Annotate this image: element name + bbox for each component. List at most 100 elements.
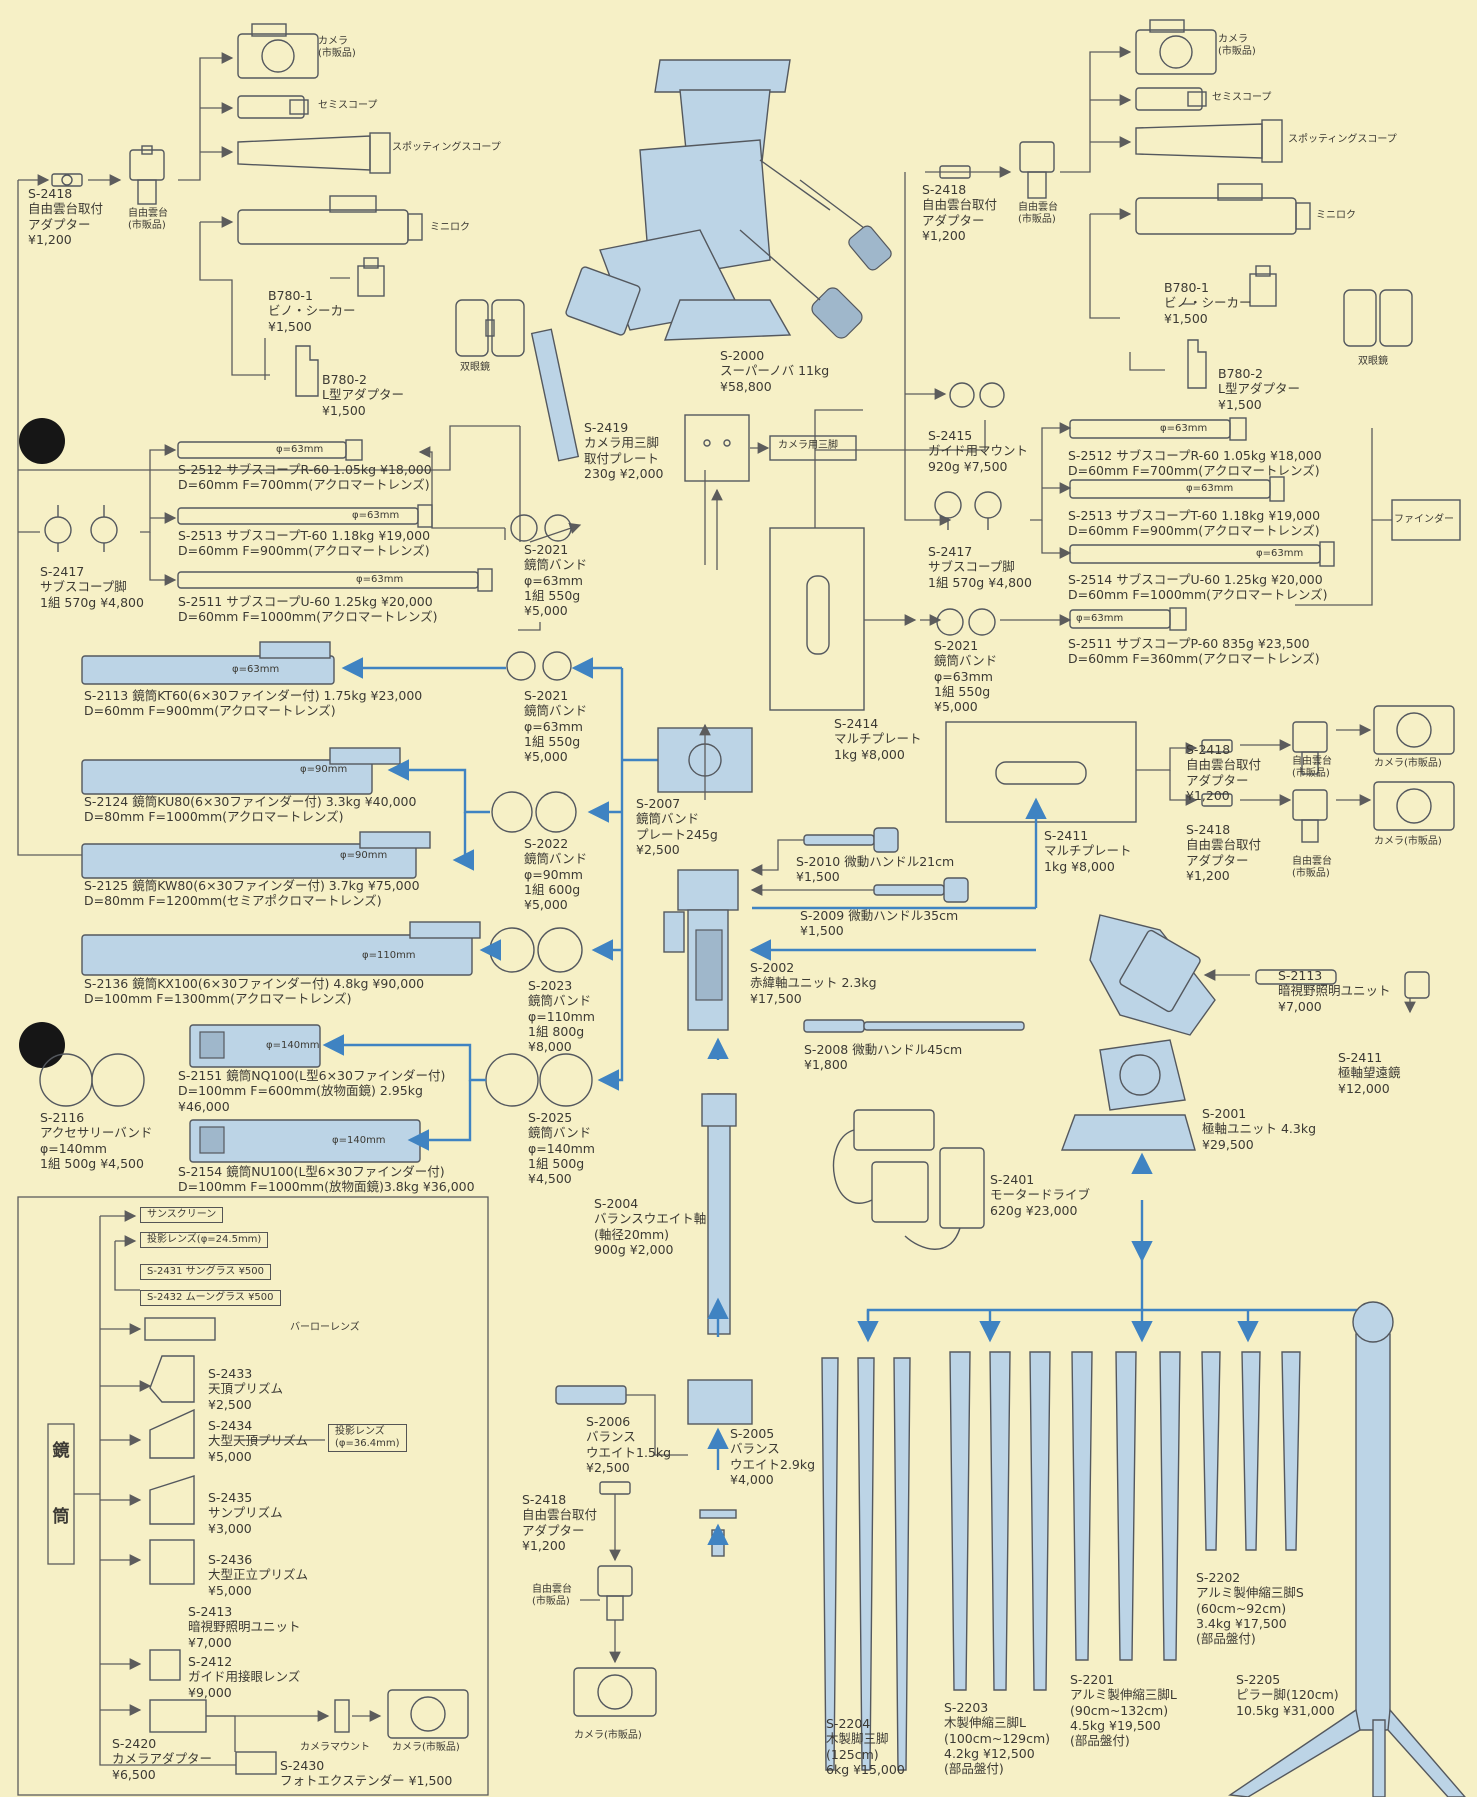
tripod-lines	[857, 1200, 1383, 1343]
label-s2418-r2b: S-2418 自由雲台取付 アダプター ¥1,200	[1186, 822, 1262, 883]
super-nova-telescope	[530, 59, 892, 462]
label-binocular-right: 双眼鏡	[1358, 356, 1388, 367]
label-s2116: S-2116 アクセサリーバンド φ=140mm 1組 500g ¥4,500	[40, 1110, 153, 1171]
label-phi63-a: φ=63mm	[276, 444, 324, 455]
label-proj-lens-215: 投影レンズ(φ=24.5mm)	[140, 1232, 269, 1249]
label-s2414: S-2414 マルチプレート 1kg ¥8,000	[834, 716, 922, 762]
label-s2204: S-2204 木製脚三脚 (125cm) 6kg ¥15,000	[826, 1716, 905, 1777]
label-phi140-b: φ=140mm	[332, 1135, 386, 1146]
label-tube-vertical-1: 鏡	[52, 1441, 70, 1461]
label-s2434: S-2434 大型天頂プリズム ¥5,000	[208, 1418, 309, 1464]
label-phi63-e: φ=63mm	[1186, 483, 1234, 494]
label-camera-r2a: カメラ(市販品)	[1374, 758, 1442, 769]
label-s2401: S-2401 モータードライブ 620g ¥23,000	[990, 1172, 1091, 1218]
label-s2417-right: S-2417 サブスコープ脚 1組 570g ¥4,800	[928, 544, 1032, 590]
label-phi90-b: φ=90mm	[340, 850, 388, 861]
label-s2436: S-2436 大型正立プリズム ¥5,000	[208, 1552, 309, 1598]
label-s2010: S-2010 微動ハンドル21cm ¥1,500	[796, 854, 955, 885]
label-s2113-kt60: S-2113 鏡筒KT60(6×30ファインダー付) 1.75kg ¥23,00…	[84, 688, 423, 719]
label-free-head-right: 自由雲台 (市販品)	[1018, 202, 1058, 226]
label-phi63-d: φ=63mm	[1160, 423, 1208, 434]
label-s2023: S-2023 鏡筒バンド φ=110mm 1組 800g ¥8,000	[528, 978, 595, 1054]
label-s2418-left: S-2418 自由雲台取付 アダプター ¥1,200	[28, 186, 104, 247]
label-camera-bottom: カメラ(市販品)	[574, 1730, 642, 1741]
label-phi63-g: φ=63mm	[1076, 613, 1124, 624]
label-s2511-left: S-2511 サブスコープU-60 1.25kg ¥20,000 D=60mm …	[178, 594, 438, 625]
left-subscopes	[44, 439, 572, 592]
label-s2203: S-2203 木製伸縮三脚L (100cm~129cm) 4.2kg ¥12,5…	[944, 1700, 1051, 1776]
label-tube-vertical-2: 筒	[52, 1507, 70, 1527]
label-phi90-a: φ=90mm	[300, 764, 348, 775]
label-s2418-right: S-2418 自由雲台取付 アダプター ¥1,200	[922, 182, 998, 243]
label-camera-top-left: カメラ (市販品)	[318, 36, 356, 60]
label-mirok-top-right: ミニロク	[1316, 210, 1356, 221]
label-s2005: S-2005 バランス ウエイト2.9kg ¥4,000	[730, 1426, 816, 1487]
top-left-branch-lines	[17, 52, 582, 856]
label-free-head-r2a: 自由雲台 (市販品)	[1292, 756, 1332, 780]
label-s2009: S-2009 微動ハンドル35cm ¥1,500	[800, 908, 959, 939]
label-s2136: S-2136 鏡筒KX100(6×30ファインダー付) 4.8kg ¥90,00…	[84, 976, 425, 1007]
label-s2022: S-2022 鏡筒バンド φ=90mm 1組 600g ¥5,000	[524, 836, 588, 912]
label-camera-top-right: カメラ (市販品)	[1218, 34, 1256, 58]
label-s2411: S-2411 マルチプレート 1kg ¥8,000	[1044, 828, 1132, 874]
label-s2000: S-2000 スーパーノバ 11kg ¥58,800	[720, 348, 830, 394]
label-b780-1-right: B780-1 ビノ・シーカー ¥1,500	[1164, 280, 1252, 326]
label-s2001: S-2001 極軸ユニット 4.3kg ¥29,500	[1202, 1106, 1317, 1152]
right-subscopes	[934, 382, 1461, 636]
label-s2151: S-2151 鏡筒NQ100(L型6×30ファインダー付) D=100mm F=…	[178, 1068, 446, 1114]
label-s2513-right: S-2513 サブスコープT-60 1.18kg ¥19,000 D=60mm …	[1068, 508, 1321, 539]
label-proj-lens-364: 投影レンズ (φ=36.4mm)	[328, 1424, 407, 1453]
label-free-head-left: 自由雲台 (市販品)	[128, 208, 168, 232]
label-s2006: S-2006 バランス ウエイト1.5kg ¥2,500	[586, 1414, 672, 1475]
label-s2511-right: S-2511 サブスコープP-60 835g ¥23,500 D=60mm F=…	[1068, 636, 1320, 667]
label-s2513-left: S-2513 サブスコープT-60 1.18kg ¥19,000 D=60mm …	[178, 528, 431, 559]
label-s2025: S-2025 鏡筒バンド φ=140mm 1組 500g ¥4,500	[528, 1110, 595, 1186]
label-s2417-left: S-2417 サブスコープ脚 1組 570g ¥4,800	[40, 564, 144, 610]
label-s2415: S-2415 ガイド用マウント 920g ¥7,500	[928, 428, 1029, 474]
label-phi63-f: φ=63mm	[1256, 548, 1304, 559]
plates-center	[684, 414, 1198, 823]
label-s2435: S-2435 サンプリズム ¥3,000	[208, 1490, 283, 1536]
label-free-head-r2b: 自由雲台 (市販品)	[1292, 856, 1332, 880]
label-s2430: S-2430 フォトエクステンダー ¥1,500	[280, 1758, 453, 1789]
label-semiscope-top-left: セミスコープ	[318, 100, 378, 111]
label-sunscreen: サンスクリーン	[140, 1207, 224, 1224]
label-free-head-bottom: 自由雲台 (市販品)	[532, 1584, 572, 1608]
label-s2412: S-2412 ガイド用接眼レンズ ¥9,000	[188, 1654, 301, 1700]
slow-motion-handles	[750, 827, 1025, 1033]
label-semiscope-top-right: セミスコープ	[1212, 92, 1272, 103]
label-s2021-top: S-2021 鏡筒バンド φ=63mm 1組 550g ¥5,000	[524, 542, 588, 618]
label-s2113-illum: S-2113 暗視野照明ユニット ¥7,000	[1278, 968, 1391, 1014]
tripods	[821, 1301, 1466, 1797]
label-s2201: S-2201 アルミ製伸縮三脚L (90cm~132cm) 4.5kg ¥19,…	[1070, 1672, 1177, 1748]
label-mirok-top-left: ミニロク	[430, 222, 470, 233]
label-s2021-right: S-2021 鏡筒バンド φ=63mm 1組 550g ¥5,000	[934, 638, 998, 714]
label-camera-tripod: カメラ用三脚	[778, 440, 838, 451]
label-binocular-left: 双眼鏡	[460, 362, 490, 373]
label-s2007: S-2007 鏡筒バンド プレート245g ¥2,500	[636, 796, 718, 857]
label-b780-2-right: B780-2 L型アダプター ¥1,500	[1218, 366, 1300, 412]
label-s2202: S-2202 アルミ製伸縮三脚S (60cm~92cm) 3.4kg ¥17,5…	[1196, 1570, 1304, 1646]
label-s2021-mid: S-2021 鏡筒バンド φ=63mm 1組 550g ¥5,000	[524, 688, 588, 764]
label-s2433: S-2433 天頂プリズム ¥2,500	[208, 1366, 284, 1412]
label-s2418-bottom: S-2418 自由雲台取付 アダプター ¥1,200	[522, 1492, 598, 1553]
label-b780-2-left: B780-2 L型アダプター ¥1,500	[322, 372, 404, 418]
label-spotting-top-left: スポッティングスコープ	[392, 142, 501, 153]
label-s2008: S-2008 微動ハンドル45cm ¥1,800	[804, 1042, 963, 1073]
label-s2124: S-2124 鏡筒KU80(6×30ファインダー付) 3.3kg ¥40,000…	[84, 794, 417, 825]
label-s2205: S-2205 ピラー脚(120cm) 10.5kg ¥31,000	[1236, 1672, 1339, 1718]
top-right-parts	[939, 19, 1413, 389]
label-s2154: S-2154 鏡筒NU100(L型6×30ファインダー付) D=100mm F=…	[178, 1164, 475, 1195]
label-s2431: S-2431 サングラス ¥500	[140, 1264, 272, 1281]
telescope-tubes	[81, 641, 481, 1163]
label-s2004: S-2004 バランスウエイト軸 (軸径20mm) 900g ¥2,000	[594, 1196, 707, 1257]
label-spotting-top-right: スポッティングスコープ	[1288, 134, 1397, 145]
label-s2514-right: S-2514 サブスコープU-60 1.25kg ¥20,000 D=60mm …	[1068, 572, 1328, 603]
blue-flow-arrows	[322, 657, 660, 1151]
label-s2419: S-2419 カメラ用三脚 取付プレート 230g ¥2,000	[584, 420, 664, 481]
center-column	[555, 470, 1047, 1557]
label-finder: ファインダー	[1394, 514, 1454, 525]
top-right-branch-lines	[814, 46, 1392, 626]
